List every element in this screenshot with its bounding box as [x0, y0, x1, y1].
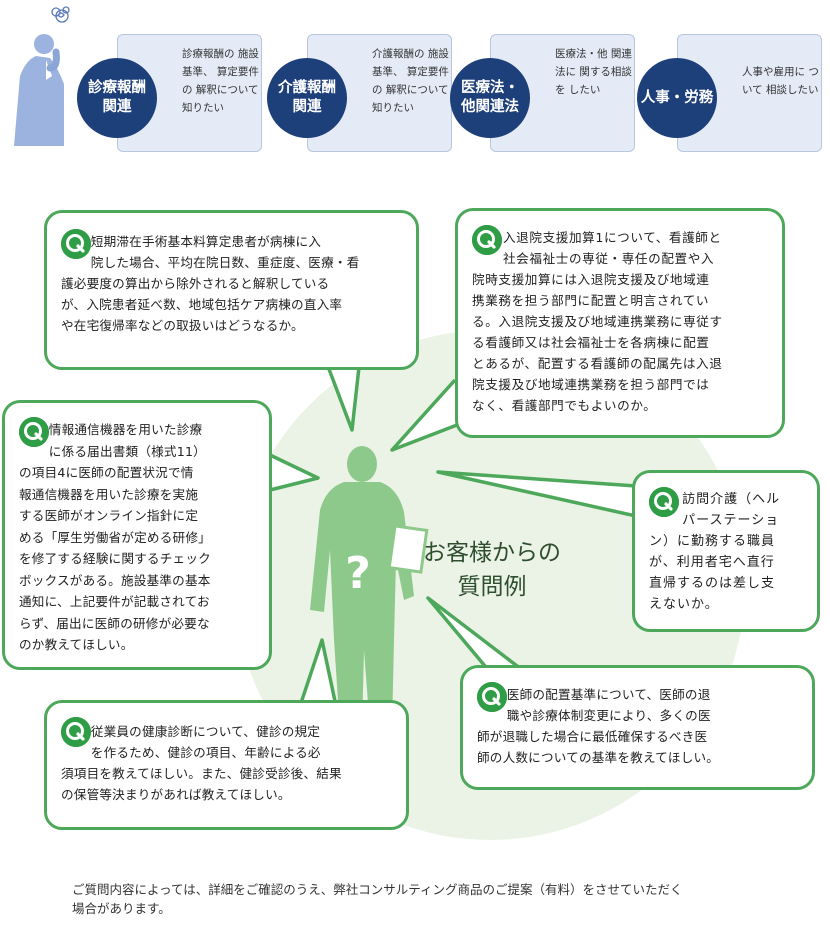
question-bubble-5: 医師の配置基準について、医師の退 職や診療体制変更により、多くの医 師が退職した…	[460, 665, 815, 790]
question-text: 医師の配置基準について、医師の退 職や診療体制変更により、多くの医 師が退職した…	[477, 687, 720, 765]
question-text: 短期滞在手術基本料算定患者が病棟に入 院した場合、平均在院日数、重症度、医療・看…	[61, 234, 360, 333]
question-text: 訪問介護（ヘル パーステーショ ン）に勤務する職員 が、利用者宅へ直行 直帰する…	[649, 492, 781, 612]
category-title: 介護報酬 関連	[278, 80, 336, 115]
question-bubble-6: 従業員の健康診断について、健診の規定 を作るため、健診の項目、年齢による必 須項…	[44, 700, 409, 830]
category-title: 人事・労務	[640, 89, 714, 106]
category-description: 介護報酬の 施設基準、 算定要件の 解釈について 知りたい	[372, 48, 449, 114]
question-mark: ?	[345, 548, 371, 599]
question-bubble-4: 訪問介護（ヘル パーステーショ ン）に勤務する職員 が、利用者宅へ直行 直帰する…	[632, 470, 820, 632]
category-description: 診療報酬の 施設基準、 算定要件の 解釈について 知りたい	[182, 48, 259, 114]
q-icon	[472, 225, 502, 255]
category-title: 診療報酬 関連	[88, 80, 146, 115]
category-badge: 診療報酬 関連	[77, 58, 157, 138]
question-bubble-3: 情報通信機器を用いた診療 に係る届出書類（様式11） の項目4に医師の配置状況で…	[2, 400, 272, 670]
q-icon	[649, 487, 679, 517]
footer-note: ご質問内容によっては、詳細をご確認のうえ、弊社コンサルティング商品のご提案（有料…	[72, 882, 683, 916]
question-text: 情報通信機器を用いた診療 に係る届出書類（様式11） の項目4に医師の配置状況で…	[19, 422, 211, 652]
q-icon	[61, 229, 91, 259]
question-text: 従業員の健康診断について、健診の規定 を作るため、健診の項目、年齢による必 須項…	[61, 724, 342, 802]
question-bubble-1: 短期滞在手術基本料算定患者が病棟に入 院した場合、平均在院日数、重症度、医療・看…	[44, 210, 419, 370]
category-title: 医療法・ 他関連法	[461, 80, 519, 115]
category-badge: 人事・労務	[637, 58, 717, 138]
center-title: お客様からの 質問例	[423, 540, 561, 600]
category-badge: 介護報酬 関連	[267, 58, 347, 138]
thinking-person-icon	[14, 6, 70, 146]
q-icon	[61, 717, 91, 747]
q-icon	[477, 682, 507, 712]
category-description: 医療法・他 関連法に 関する相談を したい	[555, 48, 632, 96]
category-badge: 医療法・ 他関連法	[450, 58, 530, 138]
q-icon	[19, 417, 49, 447]
question-bubble-2: 入退院支援加算1について、看護師と 社会福祉士の専従・専任の配置や入 院時支援加…	[455, 208, 785, 438]
category-description: 人事や雇用に ついて 相談したい	[742, 66, 819, 96]
question-text: 入退院支援加算1について、看護師と 社会福祉士の専従・専任の配置や入 院時支援加…	[472, 230, 723, 413]
